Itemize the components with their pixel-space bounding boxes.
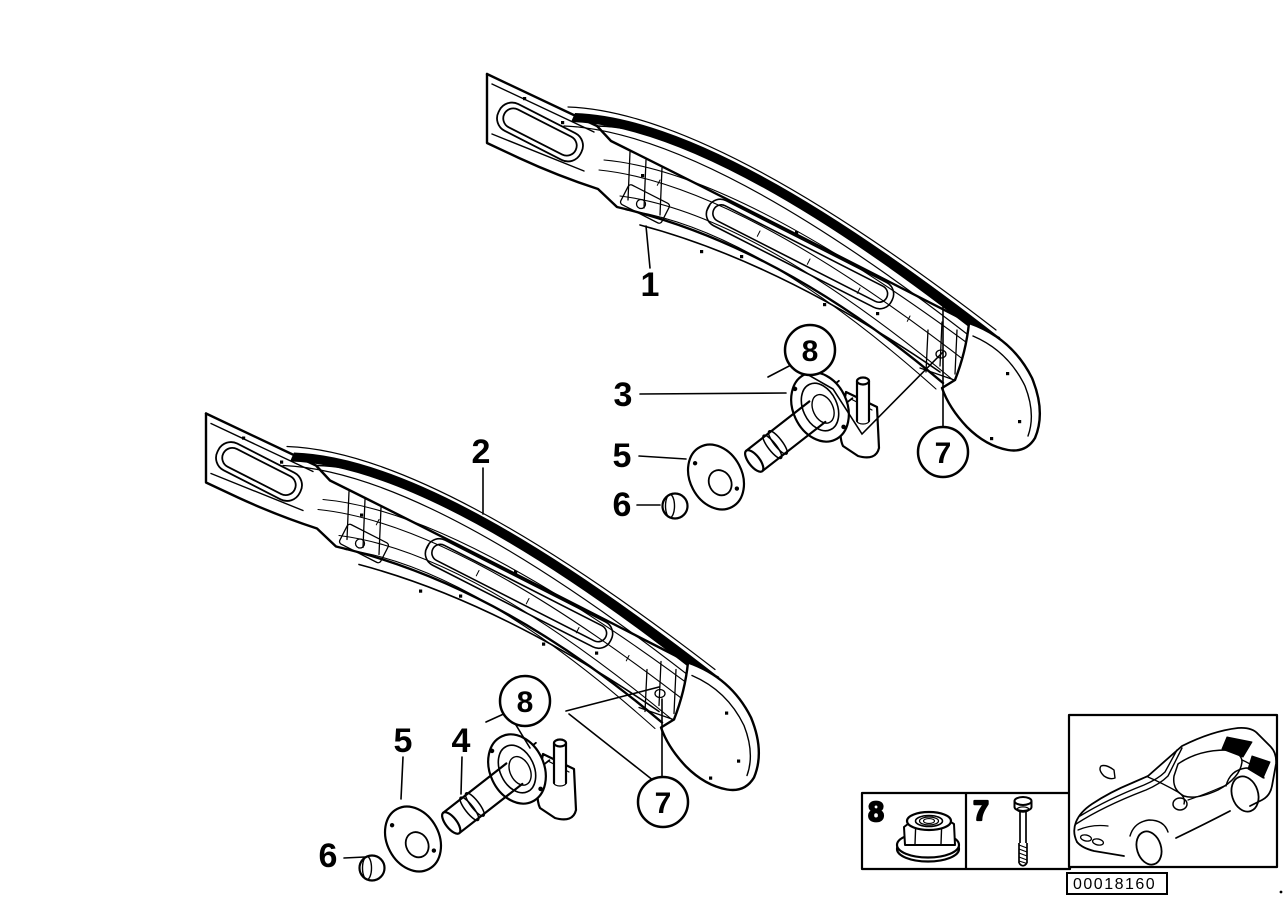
face-slot [705,198,895,310]
leader-item-4 [460,756,463,795]
part-number-frame [1066,872,1168,895]
part-number-text: 00018160 [1073,876,1156,893]
leader-item-7-lower [568,698,663,782]
legend-box: 8 7 [860,791,1072,871]
callout-circle-7-upper: 7 [916,425,970,479]
part-label-5-upper: 5 [613,437,632,475]
flange-bolt-icon [1013,796,1033,867]
shock-absorber-assembly-upper [661,371,881,520]
callout-circle-7-lower: 7 [636,775,690,829]
leader-item-5-upper [638,455,687,460]
car-silhouette-icon [1073,726,1278,866]
end-plate-slot [496,101,584,163]
leader-item-1 [645,225,651,269]
leader-item-5-lower [400,756,404,800]
carrier-beam-1 [485,72,1041,452]
legend-number-8: 8 [868,796,884,827]
leader-item-6-lower [343,856,366,859]
part-label-4: 4 [452,722,471,760]
leader-lines [343,225,944,859]
part-label-6-upper: 6 [613,486,632,524]
callout-number: 8 [517,686,534,719]
part-label-6-lower: 6 [319,837,338,875]
cap-plug [661,492,689,520]
legend-number-7: 7 [973,795,989,826]
threaded-stud [855,376,871,425]
part-label-5-lower: 5 [394,722,413,760]
car-frame [1067,713,1279,869]
part-number-box: 00018160 [1066,872,1283,895]
part-label-3: 3 [614,376,633,414]
callout-circle-8-lower: 8 [498,674,552,728]
callout-number: 7 [935,437,952,470]
callout-number: 7 [655,787,672,820]
callout-circle-8-upper: 8 [783,323,837,377]
part-label-2: 2 [472,433,491,471]
car-thumbnail [1067,713,1279,869]
part-label-1: 1 [641,266,660,304]
shock-mount-bracket [919,321,961,383]
side-support [940,321,1041,452]
flange-nut-icon [895,810,961,863]
callout-number: 8 [802,335,819,368]
center-bracket [619,151,671,224]
stray-dot [1279,890,1283,894]
leader-item-3 [639,392,787,395]
leader-item-8-upper [767,351,944,436]
mounting-plate [686,443,746,511]
crash-tube [744,400,827,473]
